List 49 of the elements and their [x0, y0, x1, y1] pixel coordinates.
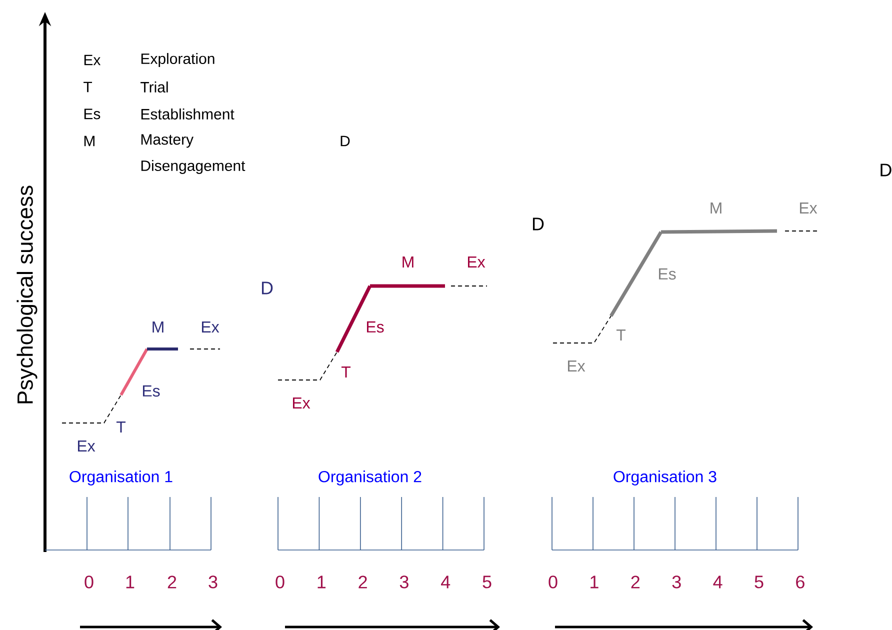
legend-term: Exploration	[141, 53, 214, 67]
tick-label: 6	[796, 576, 804, 588]
tick-label: 2	[631, 576, 640, 588]
stage-label: Ex	[78, 440, 96, 452]
stage-label: T	[341, 366, 351, 378]
stage-label: Es	[142, 385, 160, 397]
stage-label: D	[262, 282, 273, 294]
tick-label: 0	[84, 576, 94, 588]
tick-label: 2	[358, 576, 367, 588]
legend-term: Mastery	[141, 134, 194, 148]
stage-label: T	[616, 330, 626, 340]
tick-label: 5	[482, 576, 492, 588]
stage-label: Ex	[568, 360, 586, 372]
stage-label: Ex	[800, 202, 818, 214]
stage-label: M	[710, 202, 722, 214]
tick-label: 1	[590, 576, 598, 588]
legend-term: Trial	[140, 82, 168, 92]
legend-abbreviation: D	[340, 136, 350, 146]
stage-label: T	[116, 422, 126, 432]
legend-abbreviation: T	[84, 82, 92, 92]
stage-label: M	[402, 256, 414, 268]
legend-abbreviation: M	[84, 136, 94, 146]
tick-label: 3	[400, 576, 408, 588]
stage-label: Es	[658, 268, 676, 280]
tick-label: 1	[126, 576, 134, 588]
tick-label: 3	[208, 576, 218, 588]
stage-label: Ex	[202, 322, 220, 332]
tick-label: 0	[276, 576, 284, 588]
legend-term: Establishment	[141, 108, 234, 120]
stage-label: Ex	[292, 398, 310, 408]
organisation-label: Organisation 2	[318, 470, 422, 486]
tick-label: 4	[713, 576, 722, 588]
organisation-label: Organisation 1	[70, 470, 172, 486]
tick-label: 0	[548, 576, 558, 588]
stage-label: Es	[366, 321, 384, 333]
stage-label: M	[152, 322, 164, 332]
tick-label: 5	[754, 576, 764, 588]
legend-term: Disengagement	[141, 160, 246, 174]
tick-label: 1	[318, 576, 326, 588]
tick-label: 2	[168, 576, 176, 588]
stage-label: D	[880, 164, 892, 176]
legend-abbreviation: Es	[84, 108, 100, 120]
tick-label: 3	[672, 576, 681, 588]
organisation-label: Organisation 3	[614, 470, 716, 486]
stage-label: D	[532, 218, 544, 230]
legend-abbreviation: Ex	[84, 54, 101, 66]
tick-label: 4	[441, 576, 450, 588]
stage-label: Ex	[468, 256, 486, 268]
axis-label: Psychological success	[16, 186, 38, 404]
